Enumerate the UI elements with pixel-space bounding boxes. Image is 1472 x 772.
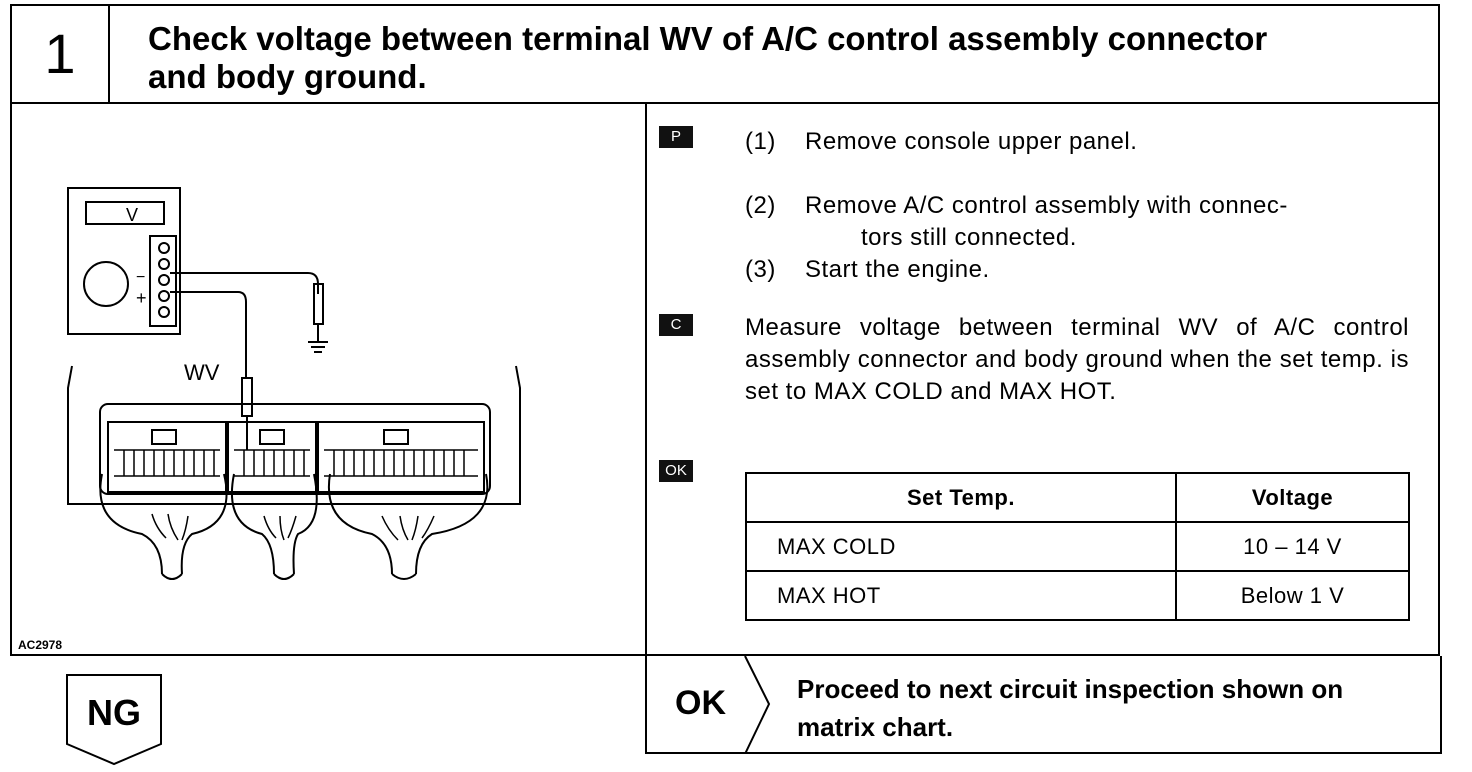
connector-left <box>107 421 227 493</box>
step-title: Check voltage between terminal WV of A/C… <box>148 20 1433 96</box>
table-row: MAX COLD 10 – 14 V <box>745 521 1410 572</box>
wiring-illustration: V − + WV AC2978 <box>12 104 647 656</box>
plus-jack <box>158 290 170 302</box>
ng-pentagon <box>66 674 162 766</box>
meter-plus-sign: + <box>136 288 147 308</box>
figure-id: AC2978 <box>18 638 63 652</box>
step-title-line2: and body ground. <box>148 58 427 95</box>
col-voltage: Voltage <box>1175 472 1410 523</box>
voltage-spec-table: Set Temp. Voltage MAX COLD 10 – 14 V MAX… <box>745 472 1410 621</box>
meter-label: V <box>126 205 138 225</box>
ok-label: OK <box>675 684 726 722</box>
ok-result-box: OK Proceed to next circuit inspection sh… <box>645 656 1442 754</box>
step-header: 1 Check voltage between terminal WV of A… <box>12 6 1438 104</box>
ok-tag: OK <box>659 460 693 482</box>
ok-result-text: Proceed to next circuit inspection shown… <box>797 674 1344 742</box>
instructions-panel: P (1) Remove console upper panel. (2) Re… <box>647 104 1440 656</box>
voltmeter-body <box>67 187 181 335</box>
meter-display <box>85 201 165 225</box>
positive-probe <box>241 377 253 417</box>
connector-wv <box>227 421 317 493</box>
ng-label: NG <box>87 692 141 733</box>
step-1: (1) Remove console upper panel. <box>745 128 1138 155</box>
check-tag: C <box>659 314 693 336</box>
connector-housing <box>67 365 521 505</box>
table-header-row: Set Temp. Voltage <box>745 472 1410 523</box>
measure-instruction: Measure voltage between terminal WV of A… <box>745 314 1409 405</box>
meter-minus-sign: − <box>136 269 145 286</box>
step-3: (3) Start the engine. <box>745 256 990 283</box>
ground-lead <box>170 272 319 294</box>
prep-steps: (1) Remove console upper panel. (2) Remo… <box>745 126 1288 286</box>
positive-lead <box>170 291 247 378</box>
ok-arrow-divider <box>744 656 771 754</box>
prep-tag: P <box>659 126 693 148</box>
connector-right <box>317 421 485 493</box>
meter-dial <box>83 261 129 307</box>
step-title-line1: Check voltage between terminal WV of A/C… <box>148 20 1268 57</box>
table-row: MAX HOT Below 1 V <box>745 570 1410 621</box>
terminal-label: WV <box>184 360 220 385</box>
minus-jack <box>158 274 170 286</box>
step-number: 1 <box>12 6 110 102</box>
procedure-frame: 1 Check voltage between terminal WV of A… <box>10 4 1440 656</box>
col-set-temp: Set Temp. <box>745 472 1177 523</box>
step-2: (2) Remove A/C control assembly with con… <box>745 192 1288 251</box>
ng-result-tab: NG <box>66 674 162 766</box>
voltmeter-connector-diagram: V − + WV <box>67 187 521 580</box>
